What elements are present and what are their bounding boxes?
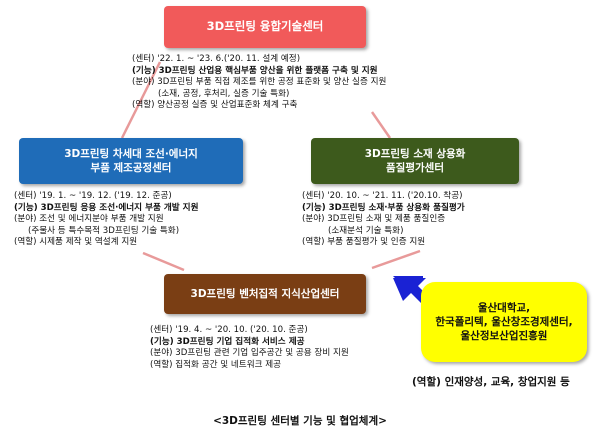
info-function: (기능) 3D프린팅 기업 집적화 서비스 제공 — [150, 336, 305, 347]
center-box-venture-knowledge: 3D프린팅 벤처집적 지식산업센터 — [164, 274, 366, 314]
info-field-detail: (주물사 등 특수목적 3D프린팅 기술 특화) — [28, 225, 180, 236]
info-role: (역할) 집적화 공간 및 네트워크 제공 — [150, 359, 282, 370]
center-info-venture-knowledge: (센터) '19. 4. ~ '20. 10. ('20. 10. 준공) (기… — [150, 325, 349, 371]
info-function: (기능) 3D프린팅 응용 조선·에너지 부품 개발 지원 — [14, 202, 199, 213]
info-field-detail: (소재, 공정, 후처리, 실증 기술 특화) — [158, 88, 290, 99]
connector-left-bottom — [142, 251, 185, 272]
info-field: (분야) 조선 및 에너지분야 부품 개발 지원 — [14, 214, 164, 225]
info-role: (역할) 시제품 제작 및 역설계 지원 — [14, 237, 138, 248]
center-title-line: 3D프린팅 차세대 조선·에너지 — [64, 147, 198, 160]
partner-line: 울산대학교, — [477, 301, 531, 314]
partner-line: 한국폴리텍, 울산창조경제센터, — [435, 315, 573, 328]
center-box-convergence: 3D프린팅 융합기술센터 — [164, 6, 366, 48]
center-box-shipbuilding-energy: 3D프린팅 차세대 조선·에너지 부품 제조공정센터 — [19, 138, 243, 184]
info-role: (역할) 부품 품질평가 및 인증 지원 — [302, 237, 426, 248]
center-title-line: 3D프린팅 융합기술센터 — [206, 19, 324, 34]
info-center: (센터) '19. 1. ~ '19. 12. ('19. 12. 준공) — [14, 191, 172, 201]
center-title-line: 3D프린팅 벤처집적 지식산업센터 — [190, 287, 340, 300]
partner-line: 울산정보산업진흥원 — [460, 330, 548, 343]
center-title-line: 품질평가센터 — [386, 162, 444, 174]
center-title-line: 부품 제조공정센터 — [90, 162, 172, 174]
info-field: (분야) 3D프린팅 소재 및 제품 품질인증 — [302, 214, 446, 225]
info-function: (기능) 3D프린팅 소재·부품 상용화 품질평가 — [302, 202, 465, 213]
center-box-material-quality: 3D프린팅 소재 상용화 품질평가센터 — [311, 138, 519, 184]
info-role: (역할) 양산공정 실증 및 산업표준화 체계 구축 — [132, 100, 298, 111]
center-info-convergence: (센터) '22. 1. ~ '23. 6.('20. 11. 설계 예정) (… — [132, 54, 386, 112]
info-center: (센터) '22. 1. ~ '23. 6.('20. 11. 설계 예정) — [132, 54, 301, 64]
partner-role: (역할) 인재양성, 교육, 창업지원 등 — [412, 376, 570, 388]
figure-caption: <3D프린팅 센터별 기능 및 협업체계> — [213, 415, 387, 427]
partner-box: 울산대학교, 한국폴리텍, 울산창조경제센터, 울산정보산업진흥원 — [421, 282, 587, 362]
info-field: (분야) 3D프린팅 부품 직접 제조를 위한 공정 표준화 및 양산 실증 지… — [132, 77, 387, 88]
connector-right-bottom — [371, 249, 421, 270]
info-center: (센터) '20. 10. ~ '21. 11. ('20.10. 착공) — [302, 191, 463, 201]
center-title-line: 3D프린팅 소재 상용화 — [364, 147, 466, 160]
info-function: (기능) 3D프린팅 산업용 핵심부품 양산을 위한 플랫폼 구축 및 지원 — [132, 65, 378, 76]
connector-top-left — [120, 61, 162, 139]
info-field: (분야) 3D프린팅 관련 기업 입주공간 및 공용 장비 지원 — [150, 348, 349, 359]
connector-top-right — [370, 111, 392, 139]
info-center: (센터) '19. 4. ~ '20. 10. ('20. 10. 준공) — [150, 325, 308, 335]
center-info-shipbuilding-energy: (센터) '19. 1. ~ '19. 12. ('19. 12. 준공) (기… — [14, 191, 199, 249]
info-field-detail: (소재분석 기술 특화) — [328, 225, 404, 236]
center-info-material-quality: (센터) '20. 10. ~ '21. 11. ('20.10. 착공) (기… — [302, 191, 465, 249]
